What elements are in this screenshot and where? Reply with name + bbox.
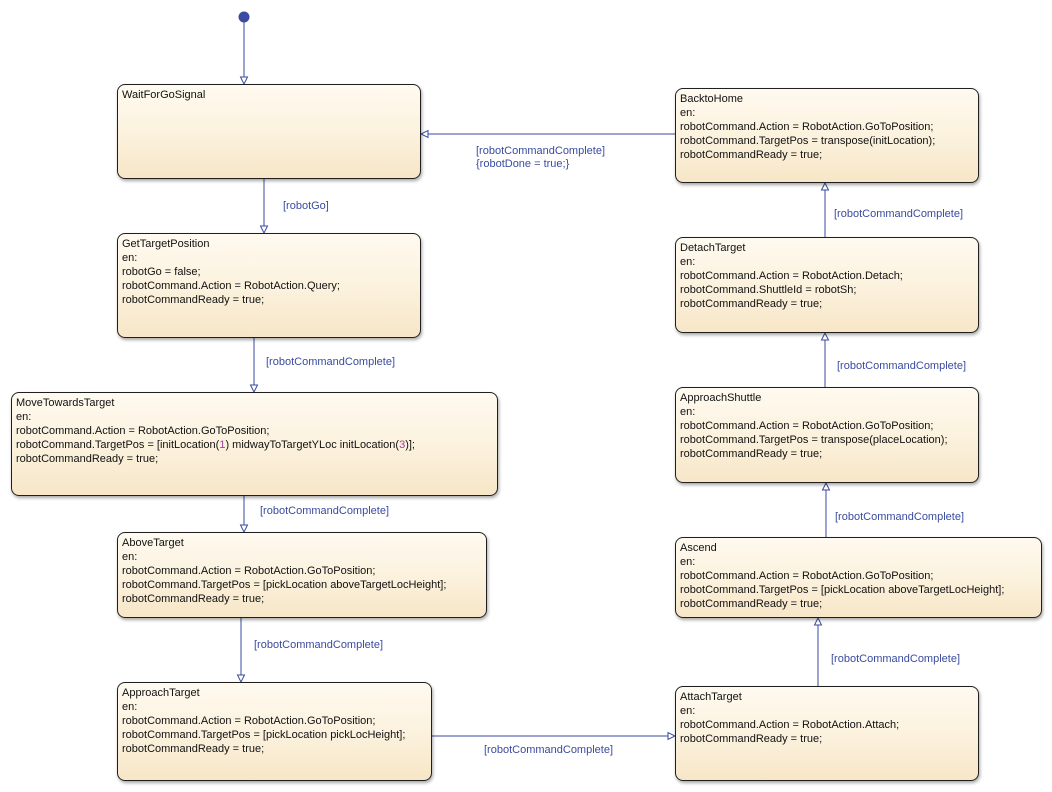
state-action-line: en:	[680, 256, 696, 268]
transition-shuttle-to-detach-arrow	[820, 331, 830, 341]
state-detach-target[interactable]: DetachTarget en: robotCommand.Action = R…	[675, 237, 979, 333]
transition-label-move-to-above[interactable]: [robotCommandComplete]	[260, 505, 390, 517]
state-approach-shuttle[interactable]: ApproachShuttle en: robotCommand.Action …	[675, 387, 979, 483]
state-action-line: en:	[680, 107, 696, 119]
state-get-target-position[interactable]: GetTargetPosition en: robotGo = false; r…	[117, 233, 421, 338]
state-name: ApproachTarget	[122, 687, 200, 699]
transition-move-to-above-arrow	[239, 524, 249, 534]
transition-action-home-to-wait[interactable]: {robotDone = true;}	[476, 158, 570, 170]
transition-label-above-to-approach[interactable]: [robotCommandComplete]	[254, 639, 384, 651]
transition-label-get-to-move[interactable]: [robotCommandComplete]	[266, 356, 396, 368]
state-action-line: robotCommand.Action = RobotAction.Query;	[122, 280, 340, 292]
transition-label-home-to-wait[interactable]: [robotCommandComplete]	[476, 145, 606, 157]
transition-ascend-to-shuttle-arrow	[821, 481, 831, 491]
state-action-line: robotCommand.TargetPos = [pickLocation a…	[680, 584, 1005, 596]
state-action-line: en:	[680, 705, 696, 717]
numeric-literal: 1	[219, 439, 226, 451]
state-name: ApproachShuttle	[680, 392, 762, 404]
transition-wait-to-get-arrow	[259, 225, 269, 235]
state-action-line: robotCommandReady = true;	[122, 294, 265, 306]
state-action-line: en:	[122, 701, 138, 713]
state-name: Ascend	[680, 542, 717, 554]
state-action-line: robotCommand.Action = RobotAction.GoToPo…	[680, 121, 934, 133]
text-segment: ) midwayToTargetYLoc initLocation(	[225, 439, 400, 451]
state-action-line: en:	[122, 551, 138, 563]
state-approach-target[interactable]: ApproachTarget en: robotCommand.Action =…	[117, 682, 432, 781]
numeric-literal: 3	[399, 439, 406, 451]
text-segment: )];	[405, 439, 415, 451]
state-back-to-home[interactable]: BacktoHome en: robotCommand.Action = Rob…	[675, 88, 979, 183]
state-action-line: robotCommand.Action = RobotAction.GoToPo…	[16, 425, 270, 437]
state-action-line: en:	[680, 556, 696, 568]
state-action-line: robotCommandReady = true;	[122, 743, 265, 755]
state-action-line: robotCommandReady = true;	[680, 149, 823, 161]
state-action-line: en:	[680, 406, 696, 418]
default-transition-arrow	[239, 76, 249, 86]
state-move-towards-target[interactable]: MoveTowardsTarget en: robotCommand.Actio…	[11, 392, 498, 496]
state-wait-for-go-signal[interactable]: WaitForGoSignal	[117, 84, 421, 179]
state-action-line: robotCommand.TargetPos = [pickLocation a…	[122, 579, 447, 591]
transition-attach-to-ascend-arrow	[813, 616, 823, 626]
state-action-line: robotGo = false;	[122, 266, 201, 278]
transition-label-ascend-to-shuttle[interactable]: [robotCommandComplete]	[835, 511, 965, 523]
state-action-line: robotCommand.Action = RobotAction.GoToPo…	[122, 715, 376, 727]
transition-label-attach-to-ascend[interactable]: [robotCommandComplete]	[831, 653, 961, 665]
transition-label-shuttle-to-detach[interactable]: [robotCommandComplete]	[837, 360, 967, 372]
state-name: WaitForGoSignal	[122, 89, 206, 101]
transition-above-to-approach-arrow	[236, 674, 246, 684]
state-action-line: robotCommand.Action = RobotAction.GoToPo…	[680, 570, 934, 582]
state-name: AttachTarget	[680, 691, 742, 703]
transition-get-to-move-arrow	[249, 384, 259, 394]
state-action-line: robotCommand.TargetPos = transpose(place…	[680, 434, 948, 446]
state-action-line: robotCommandReady = true;	[680, 733, 823, 745]
state-action-line: robotCommand.Action = RobotAction.GoToPo…	[680, 420, 934, 432]
state-action-line: robotCommandReady = true;	[16, 453, 159, 465]
state-attach-target[interactable]: AttachTarget en: robotCommand.Action = R…	[675, 686, 979, 781]
state-action-line: robotCommandReady = true;	[122, 593, 265, 605]
text-segment: robotCommand.TargetPos = [initLocation(	[16, 439, 220, 451]
transition-detach-to-home-arrow	[820, 181, 830, 191]
state-name: AboveTarget	[122, 537, 184, 549]
state-action-line: robotCommand.Action = RobotAction.Detach…	[680, 270, 903, 282]
transition-approach-to-attach-arrow	[667, 731, 677, 741]
state-action-line: en:	[16, 411, 32, 423]
state-name: DetachTarget	[680, 242, 746, 254]
state-name: MoveTowardsTarget	[16, 397, 115, 409]
state-ascend[interactable]: Ascend en: robotCommand.Action = RobotAc…	[675, 537, 1042, 618]
transition-label-detach-to-home[interactable]: [robotCommandComplete]	[834, 208, 964, 220]
state-action-line-targetpos: robotCommand.TargetPos = [initLocation(1…	[16, 438, 493, 452]
state-action-line: robotCommand.ShuttleId = robotSh;	[680, 284, 857, 296]
state-action-line: robotCommand.TargetPos = [pickLocation p…	[122, 729, 406, 741]
state-action-line: robotCommand.Action = RobotAction.Attach…	[680, 719, 900, 731]
transition-home-to-wait-arrow	[419, 129, 429, 139]
default-transition-dot	[238, 11, 250, 23]
state-action-line: en:	[122, 252, 138, 264]
state-action-line: robotCommandReady = true;	[680, 298, 823, 310]
transition-label-approach-to-attach[interactable]: [robotCommandComplete]	[484, 744, 614, 756]
state-name: BacktoHome	[680, 93, 743, 105]
state-name: GetTargetPosition	[122, 238, 210, 250]
transition-label-robot-go[interactable]: [robotGo]	[283, 200, 329, 212]
state-action-line: robotCommand.TargetPos = transpose(initL…	[680, 135, 936, 147]
state-action-line: robotCommand.Action = RobotAction.GoToPo…	[122, 565, 376, 577]
state-above-target[interactable]: AboveTarget en: robotCommand.Action = Ro…	[117, 532, 487, 618]
state-action-line: robotCommandReady = true;	[680, 598, 823, 610]
state-action-line: robotCommandReady = true;	[680, 448, 823, 460]
